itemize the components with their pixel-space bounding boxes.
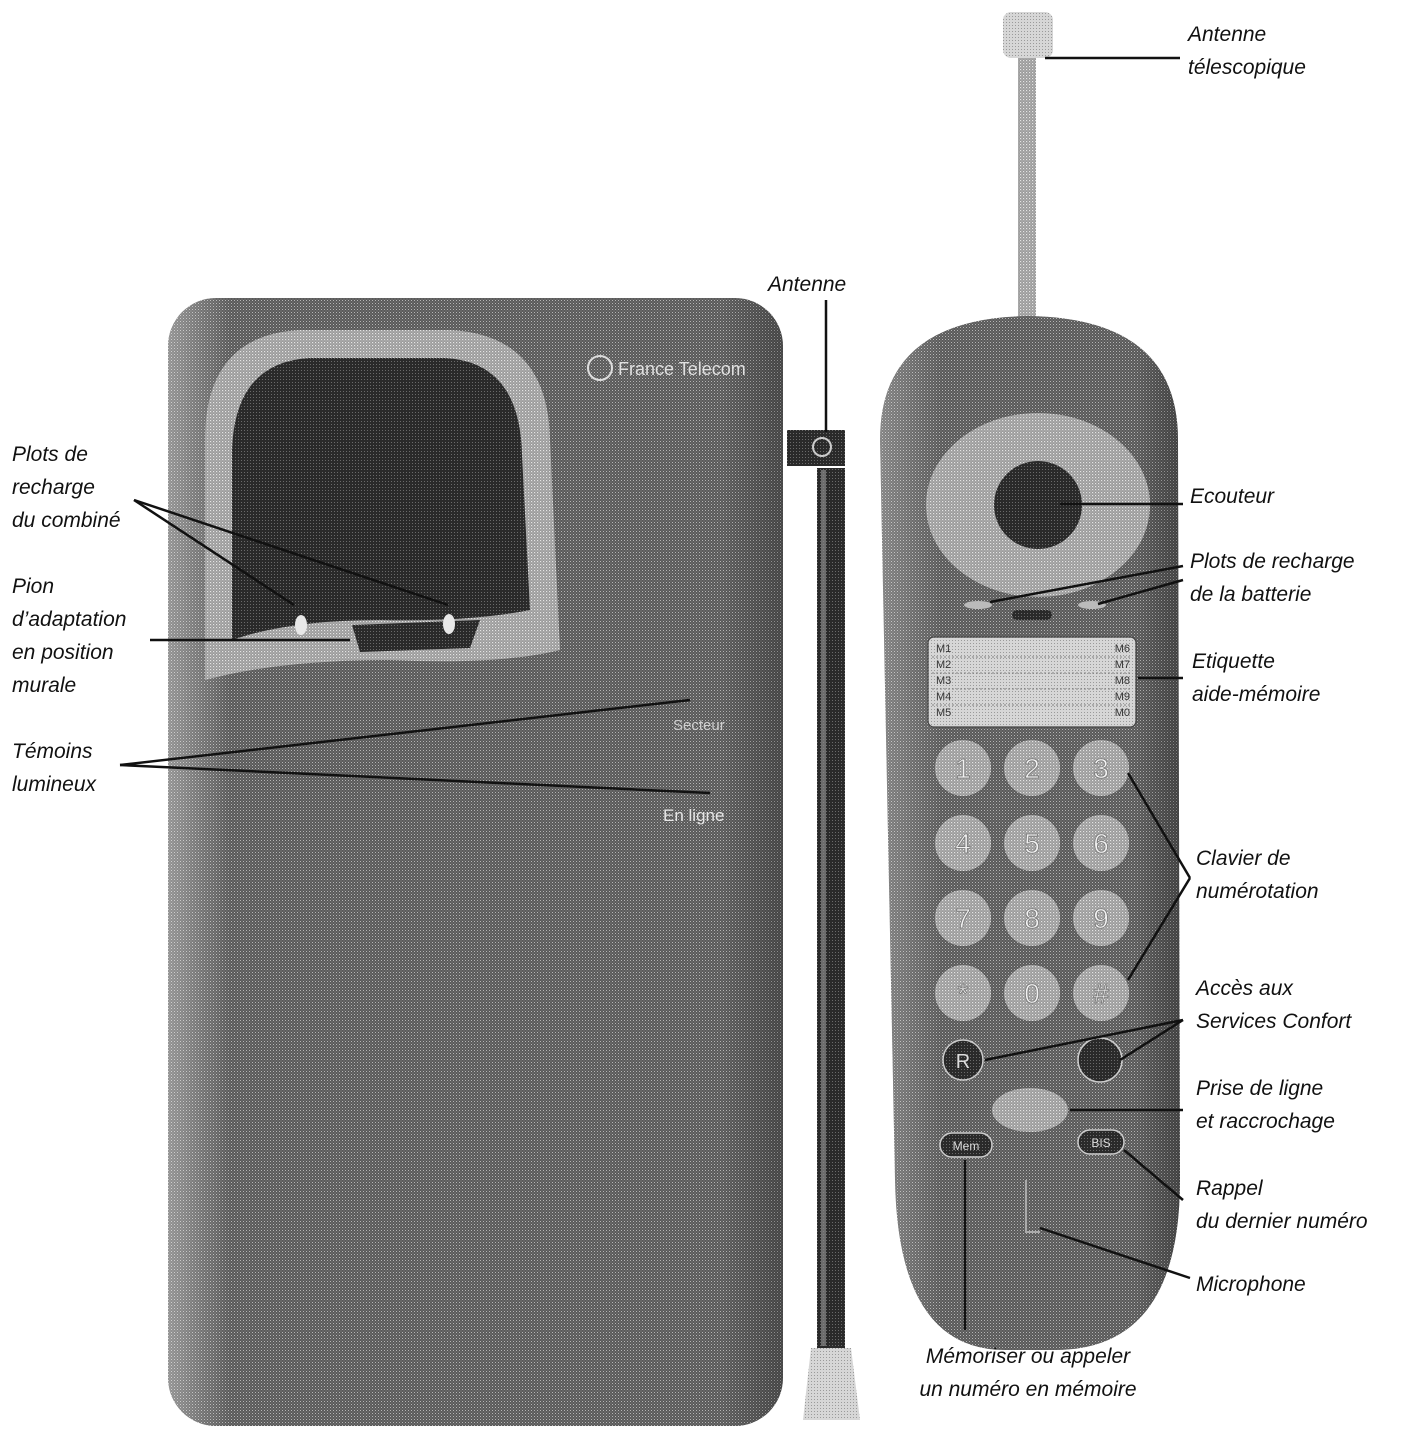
key-label: 8 bbox=[1024, 903, 1040, 934]
key-button[interactable] bbox=[1073, 815, 1129, 871]
charge-contact-left bbox=[295, 615, 307, 635]
key-button[interactable] bbox=[1073, 890, 1129, 946]
label-plots-recharge-batterie: Plots de recharge de la batterie bbox=[1190, 550, 1355, 606]
keypad: 1 2 3 4 5 6 7 8 9 * 0 # bbox=[935, 740, 1129, 1021]
cradle-cavity bbox=[232, 358, 530, 640]
telescopic-antenna-rod bbox=[1018, 58, 1036, 330]
label-prise-ligne: Prise de ligne et raccrochage bbox=[1196, 1077, 1335, 1133]
memory-slot-left: M3 bbox=[936, 675, 951, 687]
memory-slot-left: M4 bbox=[936, 691, 951, 703]
memory-slot-right: M6 bbox=[1115, 643, 1130, 655]
key-button[interactable] bbox=[935, 890, 991, 946]
base-antenna bbox=[787, 300, 860, 1420]
leader-lines bbox=[119, 56, 1192, 1330]
earpiece bbox=[994, 461, 1082, 549]
label-etiquette: Etiquette aide-mémoire bbox=[1192, 650, 1321, 706]
key-label: 5 bbox=[1024, 828, 1040, 859]
memory-slot-right: M0 bbox=[1115, 707, 1130, 719]
label-ecouteur: Ecouteur bbox=[1190, 485, 1275, 508]
key-label: 4 bbox=[955, 828, 971, 859]
r-button[interactable] bbox=[942, 1039, 984, 1081]
base-unit: France Telecom Secteur En ligne bbox=[168, 298, 783, 1426]
key-label: # bbox=[1093, 978, 1109, 1009]
key-button[interactable] bbox=[1004, 890, 1060, 946]
memory-label-card bbox=[927, 636, 1137, 728]
mem-button-label: Mem bbox=[953, 1139, 980, 1153]
label-antenne: Antenne bbox=[768, 273, 847, 296]
label-pion-adaptation: Pion d’adaptation en position murale bbox=[12, 575, 127, 697]
memory-slot-left: M2 bbox=[936, 659, 951, 671]
memory-slot-left: M1 bbox=[936, 643, 951, 655]
key-button[interactable] bbox=[935, 740, 991, 796]
label-rappel: Rappel du dernier numéro bbox=[1196, 1177, 1368, 1233]
key-label: 9 bbox=[1093, 903, 1109, 934]
bis-button[interactable] bbox=[1077, 1129, 1125, 1155]
label-memoriser: Mémoriser ou appeler un numéro en mémoir… bbox=[919, 1345, 1137, 1401]
key-label: 0 bbox=[1024, 978, 1040, 1009]
label-antenne-telescopique: Antenne télescopique bbox=[1188, 23, 1306, 79]
key-label: 3 bbox=[1093, 753, 1109, 784]
memory-slot-left: M5 bbox=[936, 707, 951, 719]
label-clavier: Clavier de numérotation bbox=[1196, 847, 1319, 903]
battery-contact-left bbox=[964, 601, 992, 609]
brand-logo bbox=[587, 355, 613, 381]
key-button[interactable] bbox=[935, 965, 991, 1021]
charge-contact-right bbox=[443, 614, 455, 634]
label-services-confort: Accès aux Services Confort bbox=[1196, 977, 1352, 1033]
key-button[interactable] bbox=[1073, 965, 1129, 1021]
memory-slot-right: M8 bbox=[1115, 675, 1130, 687]
microphone-slot bbox=[1025, 1180, 1040, 1233]
adaptation-pin bbox=[352, 620, 480, 652]
key-button[interactable] bbox=[1004, 815, 1060, 871]
key-label: * bbox=[958, 978, 969, 1009]
key-label: 7 bbox=[955, 903, 971, 934]
key-label: 2 bbox=[1024, 753, 1040, 784]
key-button[interactable] bbox=[1004, 740, 1060, 796]
r-button-label: R bbox=[956, 1051, 970, 1073]
key-button[interactable] bbox=[1073, 740, 1129, 796]
indicator-bottom-text: En ligne bbox=[663, 806, 724, 825]
key-button[interactable] bbox=[935, 815, 991, 871]
key-label: 6 bbox=[1093, 828, 1109, 859]
label-temoins-lumineux: Témoins lumineux bbox=[12, 740, 97, 796]
memory-slot-right: M9 bbox=[1115, 691, 1130, 703]
mem-button[interactable] bbox=[939, 1132, 993, 1158]
services-button[interactable] bbox=[1077, 1037, 1123, 1083]
indicator-top-text: Secteur bbox=[673, 717, 725, 734]
label-plots-recharge-combine: Plots de recharge du combiné bbox=[12, 443, 121, 532]
key-label: 1 bbox=[955, 753, 971, 784]
bis-button-label: BIS bbox=[1091, 1136, 1110, 1150]
brand-text: France Telecom bbox=[618, 359, 746, 379]
key-button[interactable] bbox=[1004, 965, 1060, 1021]
line-hook-button[interactable] bbox=[992, 1088, 1068, 1132]
label-microphone: Microphone bbox=[1196, 1273, 1306, 1296]
memory-slot-right: M7 bbox=[1115, 659, 1130, 671]
telescopic-antenna-tip bbox=[1003, 12, 1053, 58]
